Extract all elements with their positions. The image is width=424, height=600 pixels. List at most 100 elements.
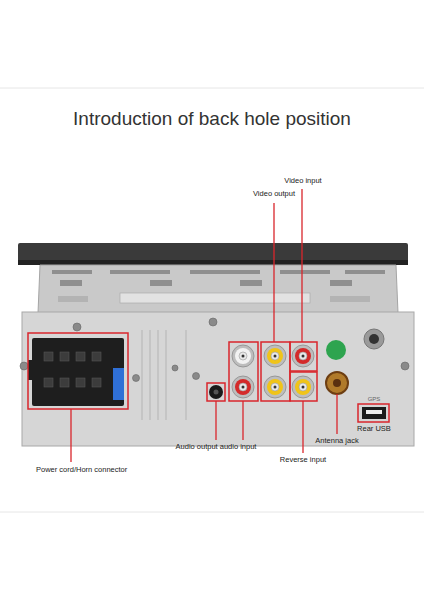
slot <box>52 270 92 274</box>
callout-label: Reverse input <box>280 456 326 465</box>
rca-shell <box>239 383 247 391</box>
rca-pin <box>274 386 277 389</box>
connector-latch <box>28 360 34 380</box>
callout-label: Power cord/Horn connector <box>36 466 127 475</box>
usb-port <box>362 407 386 419</box>
connector-pin <box>92 352 101 361</box>
callout-box <box>358 404 389 422</box>
slot <box>280 270 330 274</box>
antenna-hole <box>333 379 341 387</box>
rca-pin <box>302 386 305 389</box>
rca-pin <box>242 386 245 389</box>
callout-box <box>261 342 290 401</box>
diagram-title: Introduction of back hole position <box>73 108 351 130</box>
rca-shell <box>299 352 307 360</box>
connector-pin <box>92 378 101 387</box>
leader-line <box>301 189 302 342</box>
frame-line <box>0 88 424 89</box>
rib <box>150 330 151 420</box>
chassis-top <box>38 265 398 313</box>
screw <box>73 323 81 331</box>
slot <box>190 270 260 274</box>
slot <box>330 280 352 286</box>
screw <box>172 365 178 371</box>
rca-pin <box>274 355 277 358</box>
slot <box>110 270 170 274</box>
connector-pins <box>44 352 101 387</box>
slot <box>345 270 385 274</box>
rca-ring <box>295 348 311 364</box>
faceplate <box>18 243 408 265</box>
callout-box <box>290 372 317 401</box>
audio-jack <box>209 385 223 399</box>
screw <box>209 318 217 326</box>
screw <box>20 362 28 370</box>
rib <box>142 330 143 420</box>
connector-pin <box>76 352 85 361</box>
rca-body <box>264 376 286 398</box>
rca-ring <box>235 348 251 364</box>
panel-ribs <box>142 330 186 420</box>
leader-lines <box>71 189 337 462</box>
frame-line <box>0 512 424 513</box>
connector-pin <box>44 352 53 361</box>
chassis-tab <box>58 296 88 302</box>
rca-pin <box>302 355 305 358</box>
green-sticker <box>326 340 346 360</box>
callout-box <box>28 333 128 409</box>
rca-ring <box>235 379 251 395</box>
connector-pin <box>44 378 53 387</box>
connector-pin <box>60 352 69 361</box>
callout-box <box>229 342 258 401</box>
leader-line <box>215 401 216 440</box>
gps-port <box>364 329 384 349</box>
leader-line <box>336 394 337 434</box>
leader-line <box>273 203 274 342</box>
chassis-label <box>120 293 310 303</box>
rca-ring <box>267 379 283 395</box>
antenna-jack <box>326 372 348 394</box>
rca-body <box>232 345 254 367</box>
leader-line <box>302 401 303 453</box>
usb-tongue <box>366 410 382 414</box>
slot <box>240 280 262 286</box>
rib <box>166 330 167 420</box>
chassis-tab <box>330 296 370 302</box>
callout-label: Antenna jack <box>315 437 358 446</box>
fuse <box>113 368 124 400</box>
rca-shell <box>299 383 307 391</box>
rca-pin <box>242 355 245 358</box>
chassis-slots <box>52 270 385 286</box>
callout-label: Video output <box>253 190 295 199</box>
screw <box>401 362 409 370</box>
rca-shell <box>271 352 279 360</box>
leader-line <box>70 409 71 462</box>
gps-hole <box>369 334 379 344</box>
slot <box>150 280 172 286</box>
callout-label: Video input <box>284 177 321 186</box>
faceplate-edge <box>18 260 408 265</box>
audio-jack-hole <box>214 390 219 395</box>
rca-body <box>292 376 314 398</box>
rca-body <box>292 345 314 367</box>
callout-box <box>290 342 317 371</box>
rca-ring <box>295 379 311 395</box>
screw <box>133 375 140 382</box>
rca-body <box>232 376 254 398</box>
back-panel <box>22 312 414 446</box>
port-marking: GPS <box>368 396 381 403</box>
callout-box <box>207 383 225 401</box>
connector-pin <box>60 378 69 387</box>
rca-shell <box>239 352 247 360</box>
rca-ring <box>267 348 283 364</box>
rca-body <box>264 345 286 367</box>
rib <box>186 330 187 420</box>
callout-label: Rear USB <box>357 425 391 434</box>
slot <box>60 280 82 286</box>
rib <box>158 330 159 420</box>
iso-connector <box>32 338 124 406</box>
leader-line <box>242 401 243 440</box>
connector-pin <box>76 378 85 387</box>
rca-shell <box>271 383 279 391</box>
